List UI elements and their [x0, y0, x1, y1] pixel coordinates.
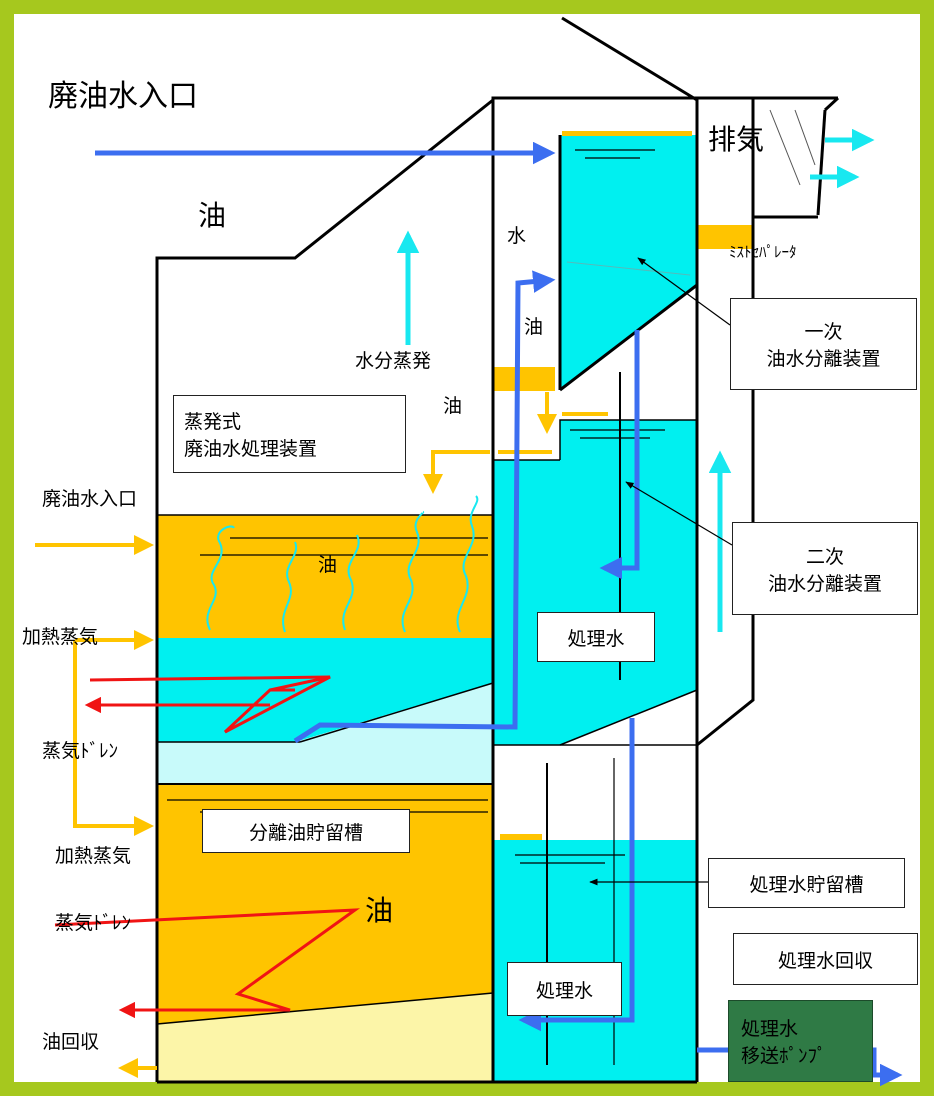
mist-separator — [697, 225, 753, 249]
water-evaporation-label: 水分蒸発 — [355, 350, 432, 372]
secondary-water — [493, 420, 697, 745]
oil-recovery-label: 油回収 — [42, 1031, 100, 1053]
treated-tank-water — [493, 840, 697, 1082]
partition-water-layer — [157, 742, 493, 784]
primary-separator-box: 一次 油水分離装置 — [730, 298, 917, 390]
separated-oil-tank-box: 分離油貯留槽 — [202, 809, 410, 853]
evaporator-oil-layer — [157, 515, 493, 640]
treated-water-low-box: 処理水 — [507, 962, 622, 1016]
vapor-arrows — [396, 128, 875, 632]
steam-drain-1-label: 蒸気ﾄﾞﾚﾝ — [42, 740, 119, 762]
steam-drain-2-label: 蒸気ﾄﾞﾚﾝ — [55, 912, 132, 934]
water-top-label: 水 — [507, 225, 527, 247]
oil-tank-sludge — [157, 993, 493, 1082]
exhaust-hatching — [566, 109, 816, 276]
heating-steam-1-label: 加熱蒸気 — [22, 626, 99, 648]
waste-inlet-top-label: 廃油水入口 — [48, 79, 198, 114]
primary-separator-body — [560, 135, 697, 390]
secondary-separator-box: 二次 油水分離装置 — [732, 522, 918, 615]
primary-oil-outlet — [493, 367, 555, 391]
heating-steam-2-label: 加熱蒸気 — [55, 845, 132, 867]
mist-separator-label: ﾐｽﾄｾﾊﾟﾚｰﾀ — [729, 243, 797, 261]
exhaust-label: 排気 — [708, 123, 765, 156]
treated-water-recovery-box: 処理水回収 — [733, 933, 918, 985]
callout-lines — [589, 257, 733, 886]
treated-water-tank-box: 処理水貯留槽 — [708, 858, 905, 908]
oil-small-label: 油 — [443, 395, 463, 417]
oil-flows — [35, 392, 557, 1078]
oil-mid-label: 油 — [524, 316, 544, 338]
oil-lower-label: 油 — [365, 894, 394, 927]
treated-water-mid-box: 処理水 — [537, 612, 655, 662]
oil-top-label: 油 — [198, 199, 227, 232]
steam-coils — [54, 675, 361, 1019]
transfer-pump-box: 処理水 移送ﾎﾟﾝﾌﾟ — [728, 1000, 873, 1082]
primary-oil-film — [562, 131, 692, 136]
oil-in-tank-label: 油 — [318, 554, 338, 576]
treated-tank-oil-film — [500, 834, 542, 840]
evaporative-unit-box: 蒸発式 廃油水処理装置 — [173, 395, 406, 473]
vapor-coils — [206, 495, 479, 633]
waste-inlet-left-label: 廃油水入口 — [42, 488, 138, 510]
structure-outlines — [155, 16, 840, 1084]
